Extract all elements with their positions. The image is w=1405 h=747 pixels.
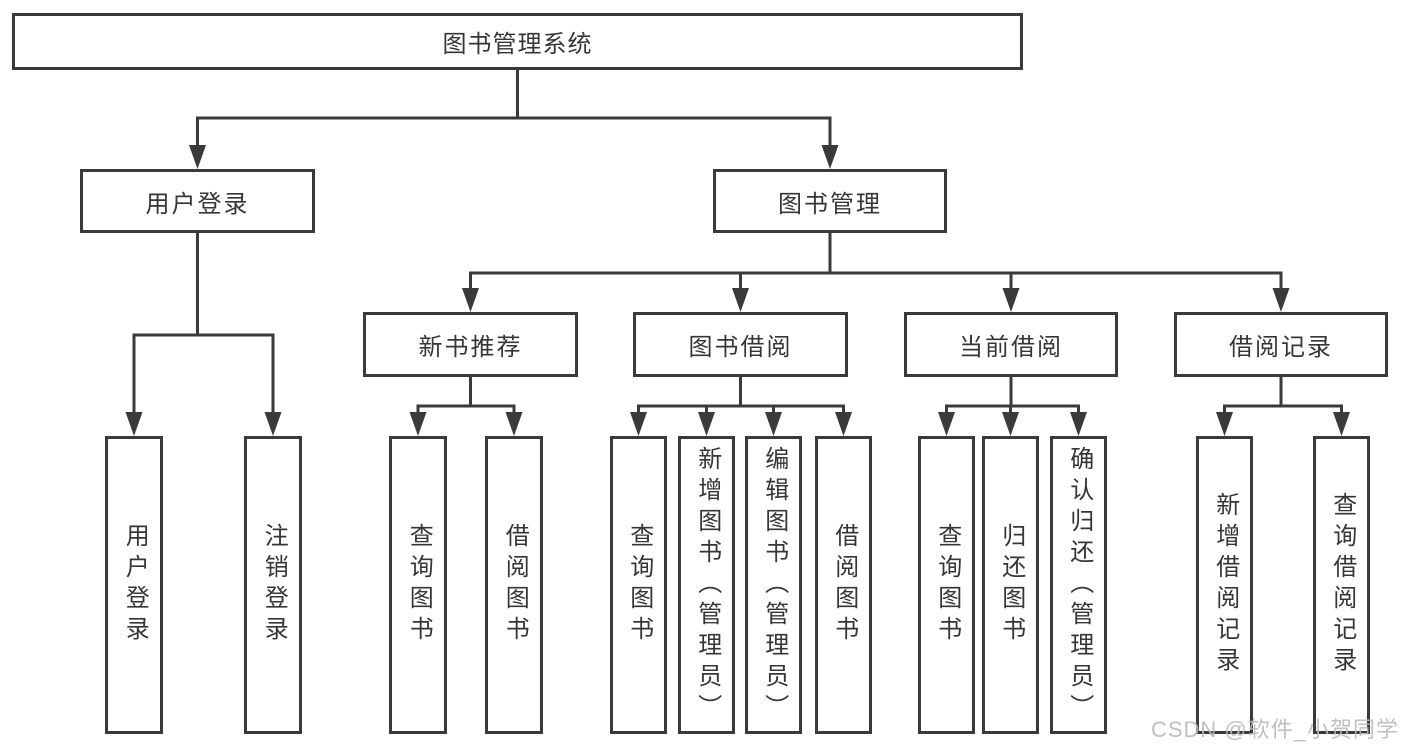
- connector-edge: [189, 70, 519, 169]
- connector-edge: [469, 377, 523, 436]
- arrowhead-icon: [732, 288, 749, 312]
- arrowhead-icon: [630, 412, 647, 436]
- connector-edge: [516, 70, 839, 169]
- arrowhead-icon: [505, 412, 523, 436]
- node-label: 确认归还（管理员）: [1065, 445, 1093, 725]
- arrowhead-icon: [409, 412, 427, 436]
- connector-edge: [1279, 377, 1350, 436]
- arrowhead-icon: [462, 288, 479, 312]
- connector-edge: [739, 377, 852, 436]
- connector-edge: [125, 233, 199, 436]
- node-leaf-borrow-books-2: 借阅图书: [815, 436, 872, 734]
- arrowhead-icon: [1333, 412, 1350, 436]
- node-label: 当前借阅: [959, 334, 1063, 361]
- arrowhead-icon: [1002, 288, 1020, 312]
- node-label: 新增图书（管理员）: [693, 445, 721, 725]
- node-label: 归还图书: [997, 523, 1025, 647]
- arrowhead-icon: [821, 145, 839, 169]
- node-current-borrowing: 当前借阅: [904, 312, 1118, 377]
- node-leaf-confirm-return: 确认归还（管理员）: [1050, 436, 1107, 734]
- connector-edge: [938, 377, 1013, 436]
- node-leaf-query-books-1: 查询图书: [389, 436, 447, 734]
- node-label: 借阅记录: [1229, 334, 1333, 361]
- node-user-login-module: 用户登录: [80, 169, 315, 233]
- node-label: 注销登录: [260, 523, 288, 647]
- node-label: 新书推荐: [418, 334, 523, 361]
- node-label: 借阅图书: [830, 523, 858, 647]
- node-label: 新增借阅记录: [1211, 492, 1239, 678]
- arrowhead-icon: [698, 412, 715, 436]
- arrowhead-icon: [264, 412, 282, 436]
- node-label: 查询图书: [405, 523, 433, 647]
- node-label: 图书借阅: [688, 334, 793, 361]
- node-borrowing-records: 借阅记录: [1174, 312, 1388, 377]
- node-leaf-query-books-3: 查询图书: [918, 436, 975, 734]
- node-leaf-borrow-books-1: 借阅图书: [485, 436, 543, 734]
- node-label: 用户登录: [145, 190, 250, 218]
- arrowhead-icon: [125, 412, 143, 436]
- node-label: 图书管理: [778, 190, 882, 218]
- connector-edge: [196, 233, 282, 436]
- node-leaf-logout: 注销登录: [244, 436, 302, 734]
- node-label: 借阅图书: [501, 523, 529, 647]
- connector-edge: [1216, 377, 1283, 436]
- arrowhead-icon: [1216, 412, 1233, 436]
- node-leaf-add-books: 新增图书（管理员）: [678, 436, 735, 734]
- node-label: 查询图书: [625, 523, 653, 647]
- arrowhead-icon: [1070, 412, 1087, 436]
- node-leaf-user-login: 用户登录: [105, 436, 163, 734]
- node-book-management: 图书管理: [713, 169, 947, 233]
- node-label: 编辑图书（管理员）: [760, 445, 788, 725]
- arrowhead-icon: [1272, 288, 1290, 312]
- node-label: 图书管理系统: [442, 31, 593, 58]
- node-leaf-add-record: 新增借阅记录: [1196, 436, 1253, 734]
- connector-edge: [409, 377, 472, 436]
- arrowhead-icon: [938, 412, 955, 436]
- node-label: 查询借阅记录: [1328, 492, 1356, 678]
- node-leaf-query-books-2: 查询图书: [610, 436, 667, 734]
- node-leaf-edit-books: 编辑图书（管理员）: [745, 436, 802, 734]
- node-label: 用户登录: [121, 523, 149, 647]
- arrowhead-icon: [189, 145, 206, 169]
- node-label: 查询图书: [933, 523, 961, 647]
- node-book-borrowing: 图书借阅: [633, 312, 848, 377]
- connector-edge: [828, 233, 1290, 312]
- connector-edge: [732, 233, 832, 312]
- node-new-book-recommend: 新书推荐: [363, 312, 578, 377]
- connector-edge: [1009, 377, 1087, 436]
- arrowhead-icon: [835, 412, 852, 436]
- node-leaf-return-books: 归还图书: [982, 436, 1039, 734]
- arrowhead-icon: [1002, 412, 1019, 436]
- arrowhead-icon: [765, 412, 782, 436]
- node-root: 图书管理系统: [12, 13, 1023, 70]
- node-leaf-query-record: 查询借阅记录: [1313, 436, 1370, 734]
